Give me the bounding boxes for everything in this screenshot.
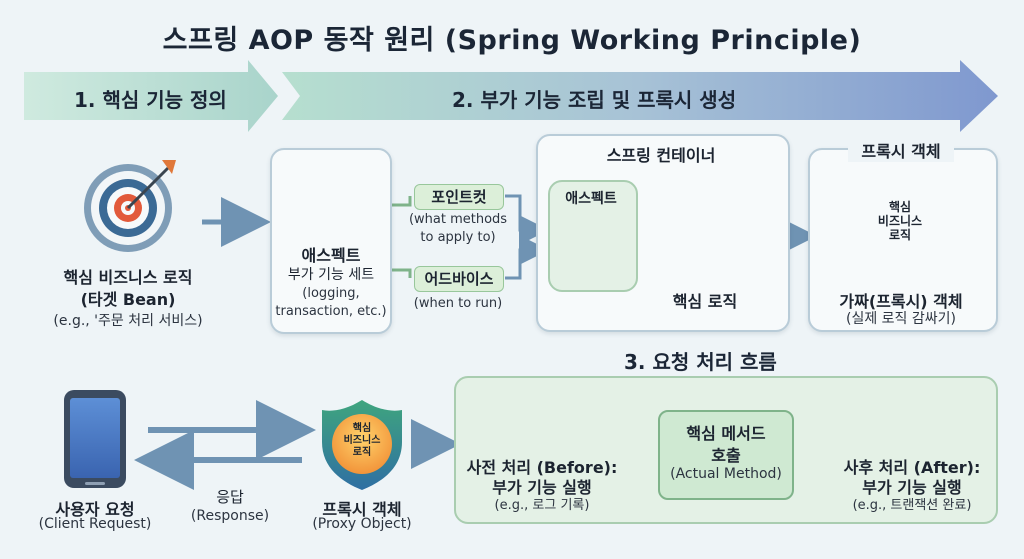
- container-aspect-box: [548, 180, 638, 292]
- proxy-shield-text-2: 비즈니스: [877, 214, 923, 228]
- after-line1: 사후 처리 (After):: [843, 458, 981, 477]
- aspect-desc2: transaction, etc.): [275, 304, 387, 319]
- pointcut-desc1: (what methods: [408, 212, 508, 227]
- method-line1: 핵심 메서드: [686, 424, 766, 443]
- target-icon: [84, 160, 176, 252]
- flow-proxy-line2: (Proxy Object): [312, 516, 412, 532]
- container-core-label: 핵심 로직: [672, 292, 738, 311]
- page-title: 스프링 AOP 동작 원리 (Spring Working Principle): [162, 25, 862, 56]
- advice-tag: 어드바이스: [414, 266, 504, 292]
- proxy-shield-text-3: 로직: [888, 228, 912, 242]
- method-line3: (Actual Method): [670, 466, 782, 482]
- aspect-desc1: (logging,: [302, 286, 360, 301]
- step3-label: 3. 요청 처리 흐름: [624, 350, 777, 374]
- after-line2: 부가 기능 실행: [862, 478, 962, 497]
- client-line2: (Client Request): [38, 516, 152, 532]
- advice-desc: (when to run): [413, 296, 503, 311]
- method-line2: 호출: [711, 446, 741, 465]
- aspect-title: 애스펙트: [301, 246, 361, 265]
- flow-proxy-line1: 프록시 객체: [322, 500, 402, 519]
- actual-method-box: [658, 410, 794, 500]
- phone-icon: [64, 390, 126, 488]
- target-example: (e.g., '주문 처리 서비스): [53, 313, 203, 329]
- flow-shield-text: 핵심 비즈니스 로직: [330, 423, 394, 459]
- before-line2: 부가 기능 실행: [492, 478, 592, 497]
- aspect-card: [270, 148, 392, 334]
- after-example: (e.g., 트랜잭션 완료): [852, 498, 972, 513]
- response-line2: (Response): [190, 508, 270, 524]
- target-line1: 핵심 비즈니스 로직: [63, 268, 193, 287]
- pointcut-desc2: to apply to): [420, 230, 496, 245]
- flow-shield-text-3: 로직: [352, 447, 372, 458]
- shield-icon-small: [322, 400, 402, 490]
- step1-label: 1. 핵심 기능 정의: [74, 88, 227, 112]
- proxy-shield-text-1: 핵심: [888, 200, 912, 214]
- target-line2: (타겟 Bean): [80, 290, 176, 309]
- aspect-subtitle: 부가 기능 세트: [287, 267, 375, 283]
- proxy-object-heading: 프록시 객체: [848, 138, 954, 162]
- before-example: (e.g., 로그 기록): [494, 498, 590, 513]
- response-line1: 응답: [216, 488, 244, 506]
- proxy-shield-text: 핵심 비즈니스 로직: [864, 200, 936, 242]
- step2-label: 2. 부가 기능 조립 및 프록시 생성: [452, 88, 737, 112]
- client-line1: 사용자 요청: [55, 500, 135, 519]
- container-aspect-label: 애스펙트: [565, 191, 617, 207]
- flow-shield-text-1: 핵심: [352, 423, 372, 434]
- pointcut-tag: 포인트컷: [414, 184, 504, 210]
- before-line1: 사전 처리 (Before):: [466, 458, 618, 477]
- proxy-object-line2: (실제 로직 감싸기): [846, 311, 956, 327]
- container-title: 스프링 컨테이너: [606, 146, 716, 165]
- proxy-object-card: [808, 148, 998, 332]
- flow-shield-text-2: 비즈니스: [343, 435, 381, 446]
- step1-band: [24, 60, 278, 132]
- step2-band: [282, 60, 998, 132]
- proxy-object-line1: 가짜(프록시) 객체: [839, 292, 963, 311]
